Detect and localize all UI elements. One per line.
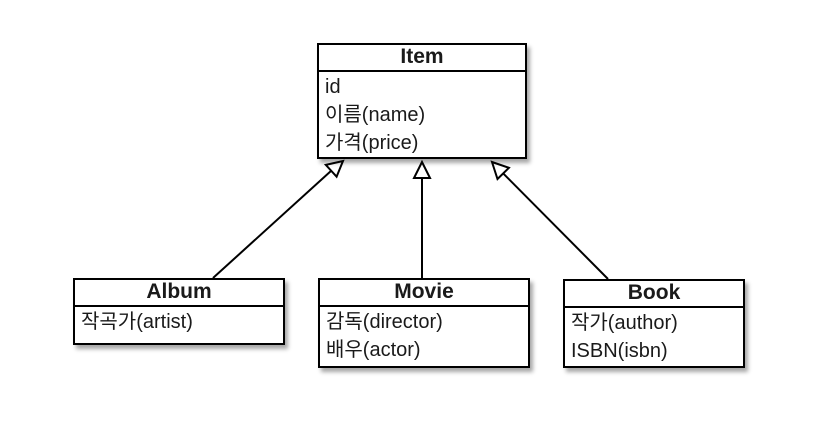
class-attributes-book: 작가(author) ISBN(isbn) [565, 308, 743, 365]
class-attributes-movie: 감독(director) 배우(actor) [320, 307, 528, 364]
generalization-arrow-movie-to-item [412, 159, 432, 278]
generalization-arrow-book-to-item [490, 160, 609, 280]
class-attribute: 가격(price) [325, 132, 419, 154]
class-title-book: Book [565, 281, 743, 308]
class-attribute: 감독(director) [326, 311, 443, 333]
generalization-arrow-album-to-item [212, 159, 345, 279]
class-title-item: Item [319, 45, 525, 72]
class-attributes-item: id 이름(name) 가격(price) [319, 72, 525, 157]
class-title-album: Album [75, 280, 283, 307]
class-title-movie: Movie [320, 280, 528, 307]
class-attribute: 작곡가(artist) [81, 311, 193, 333]
class-box-book: Book 작가(author) ISBN(isbn) [563, 279, 745, 368]
class-box-album: Album 작곡가(artist) [73, 278, 285, 345]
class-box-item: Item id 이름(name) 가격(price) [317, 43, 527, 159]
class-attribute: ISBN(isbn) [571, 340, 668, 362]
class-attributes-album: 작곡가(artist) [75, 307, 283, 336]
class-attribute: 작가(author) [571, 312, 678, 334]
class-attribute: id [325, 76, 341, 98]
class-attribute: 배우(actor) [326, 339, 421, 361]
class-box-movie: Movie 감독(director) 배우(actor) [318, 278, 530, 368]
class-attribute: 이름(name) [325, 104, 426, 126]
